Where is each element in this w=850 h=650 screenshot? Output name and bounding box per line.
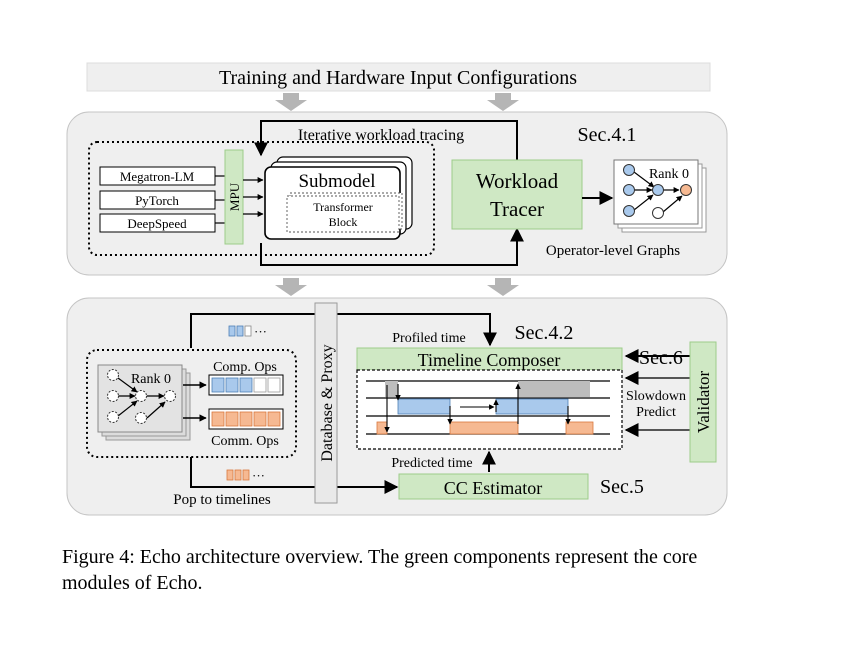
queue-icon-orange xyxy=(226,469,250,481)
transformer-label-line2: Block xyxy=(329,215,358,229)
cc-estimator-box xyxy=(398,473,589,500)
timeline-orange-block-2 xyxy=(449,421,519,435)
database-proxy-bar xyxy=(314,302,338,504)
framework-megatron-label: Megatron-LM xyxy=(120,169,195,184)
framework-pytorch-label: PyTorch xyxy=(135,193,179,208)
profiled-time-arrow xyxy=(190,313,497,348)
panel-arrow-left xyxy=(275,278,307,296)
database-proxy-label: Database & Proxy xyxy=(319,344,336,461)
submodel-label: Submodel xyxy=(298,171,375,192)
queue-icon-blue xyxy=(228,325,252,337)
graph-edges xyxy=(633,171,683,213)
slowdown-label-line1: Slowdown xyxy=(626,389,686,404)
graph-node-e xyxy=(652,207,664,219)
rank-graph-edges xyxy=(117,377,166,419)
sec6-label: Sec.6 xyxy=(639,347,683,369)
panel-arrow-right xyxy=(487,278,519,296)
cc-estimator-label: CC Estimator xyxy=(444,478,543,498)
comm-ops-label: Comm. Ops xyxy=(211,434,279,449)
sec42-label: Sec.4.2 xyxy=(515,322,574,344)
sec5-label: Sec.5 xyxy=(600,476,644,498)
banner-arrow-right xyxy=(487,93,519,111)
timeline-orange-block-3 xyxy=(565,421,594,435)
graph-node-d xyxy=(652,184,664,196)
figure-caption: Figure 4: Echo architecture overview. Th… xyxy=(62,546,698,594)
comp-ops-cells xyxy=(211,377,281,393)
pop-to-timelines-label: Pop to timelines xyxy=(173,492,271,508)
validator-label: Validator xyxy=(694,371,713,434)
sec41-label: Sec.4.1 xyxy=(578,124,637,146)
queue-ellipsis-top: ··· xyxy=(254,324,267,339)
graph-rank0-label: Rank 0 xyxy=(649,167,689,182)
workload-tracer-box xyxy=(451,159,583,230)
timeline-gray-block-2 xyxy=(518,381,590,397)
slowdown-label-line2: Predict xyxy=(636,405,676,420)
iterative-label: Iterative workload tracing xyxy=(298,127,464,144)
predicted-time-label: Predicted time xyxy=(391,456,472,471)
input-config-label: Training and Hardware Input Configuratio… xyxy=(219,67,577,89)
framework-deepspeed-label: DeepSpeed xyxy=(127,216,187,231)
iterative-loop-top xyxy=(254,120,518,160)
comm-ops-cells xyxy=(211,411,281,427)
timeline-dependency-arrows xyxy=(384,383,571,433)
graph-node-f xyxy=(680,184,692,196)
workload-tracer-line2: Tracer xyxy=(490,197,544,221)
timeline-orange-block-1 xyxy=(376,421,388,435)
timeline-blue-block-1 xyxy=(397,398,451,415)
graph-node-b xyxy=(623,184,635,196)
operator-graphs-label: Operator-level Graphs xyxy=(546,243,680,259)
timeline-gray-block-1 xyxy=(385,381,398,397)
transformer-block xyxy=(286,195,400,233)
mpu-label: MPU xyxy=(227,182,242,211)
graph-node-a xyxy=(623,164,635,176)
workload-tracer-line1: Workload xyxy=(476,169,559,193)
profiled-time-label: Profiled time xyxy=(392,331,466,346)
rank-card-label: Rank 0 xyxy=(131,372,171,387)
comp-ops-label: Comp. Ops xyxy=(213,360,277,375)
banner-arrow-left xyxy=(275,93,307,111)
timeline-composer-label: Timeline Composer xyxy=(418,350,561,370)
timeline-blue-block-2 xyxy=(495,398,569,415)
framework-group xyxy=(88,141,435,256)
queue-ellipsis-bottom: ··· xyxy=(252,468,265,483)
input-config-banner xyxy=(86,62,711,92)
transformer-label-line1: Transformer xyxy=(313,200,373,214)
graph-node-c xyxy=(623,205,635,217)
validator-box xyxy=(689,341,717,463)
rank-graph-nodes xyxy=(107,369,176,424)
